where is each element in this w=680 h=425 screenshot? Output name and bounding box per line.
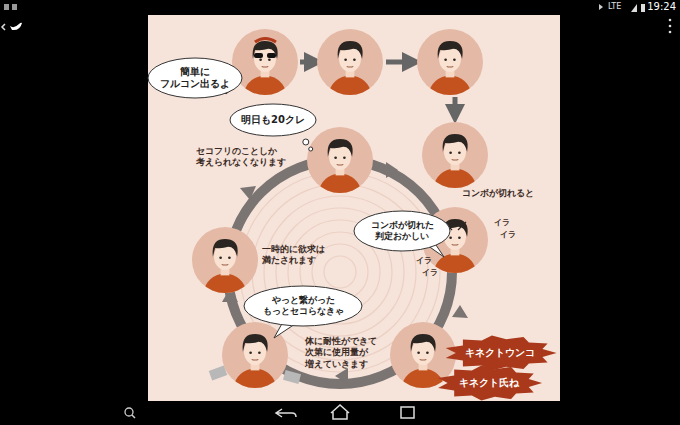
caption: 一時的に欲求は 満たされます [262,244,346,267]
caption: イラ [422,268,438,278]
bubble-text: コンボが切れた 判定おかしい [363,220,441,242]
bubble-text: やっと繋がった もっとセコらなきゃ [253,295,353,317]
bubble-text: 明日も20クレ [241,114,305,126]
caption: イラ [500,230,516,240]
caption: コンボが切れると [462,188,534,199]
starburst: キネクト氏ね [444,368,534,398]
thought-bubble: 明日も20クレ [232,106,314,134]
bubble-text: 簡単に フルコン出るよ [157,66,233,90]
speech-bubble: コンボが切れた 判定おかしい [354,211,450,251]
caption: セコフリのことしか 考えられなくなります [196,146,306,169]
caption: イラ [416,256,432,266]
status-text: LTE [608,2,621,12]
caption: 体に耐性ができて 次第に使用量が 増えていきます [305,336,389,370]
status-text: 19:24 [647,1,676,14]
bubble-text: キネクト氏ね [459,377,519,389]
speech-bubble: 簡単に フルコン出るよ [148,58,242,98]
starburst: キネクトウンコ [452,338,548,368]
caption: イラ [494,218,510,228]
bubble-text: キネクトウンコ [465,347,535,359]
speech-bubble: やっと繋がった もっとセコらなきゃ [244,286,362,326]
